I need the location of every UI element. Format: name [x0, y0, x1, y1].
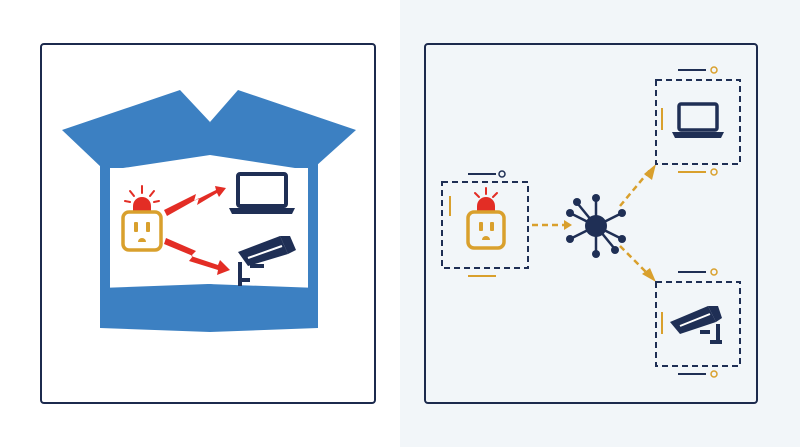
siren-icon [477, 197, 495, 212]
camera-lens [708, 306, 722, 322]
camera-mount [238, 262, 242, 286]
camera-node [655, 268, 741, 378]
camera-node-box [655, 281, 741, 367]
hub-node [592, 250, 600, 258]
lightning-bolt-icon [164, 238, 230, 275]
plug-node-dot-top [498, 170, 506, 178]
camera-mount-foot [238, 278, 250, 282]
camera-stripe [247, 245, 283, 259]
box-front-bottom-flap [100, 284, 318, 332]
laptop-node-box [655, 79, 741, 165]
laptop-screen [236, 172, 288, 208]
laptop-icon [229, 172, 295, 214]
hub-node [592, 194, 600, 202]
box-back-right-flap [210, 90, 356, 166]
plug-to-hub-arrowhead [564, 220, 572, 230]
laptop-node-dot-bottom [710, 168, 718, 176]
smart-plug-icon [121, 185, 163, 252]
hub-to-camera-link [619, 245, 649, 275]
right-frame [424, 43, 758, 404]
plug-node [441, 170, 529, 277]
camera-mount-foot [710, 340, 722, 344]
laptop-base [229, 208, 295, 214]
camera-node-dot-top [710, 268, 718, 276]
plug-slot-right [146, 222, 150, 232]
laptop-screen [677, 102, 719, 132]
hub-to-laptop-arrowhead [644, 164, 656, 180]
siren-rays [474, 187, 498, 198]
security-camera-icon [670, 306, 722, 344]
box-side-right [308, 140, 318, 316]
laptop-node [655, 66, 741, 176]
smart-plug-icon [466, 187, 506, 250]
plug-slot-left [479, 222, 483, 231]
siren-icon [133, 197, 151, 212]
left-illustration [62, 90, 356, 332]
hub-node [573, 198, 581, 206]
camera-lens [280, 236, 296, 254]
hub-node [566, 235, 574, 243]
hub-node [618, 235, 626, 243]
camera-mount [716, 324, 720, 344]
laptop-icon [672, 102, 724, 138]
plug-node-box [441, 181, 529, 269]
lightning-bolt-icon [164, 186, 226, 216]
left-frame [40, 43, 376, 404]
hub-node [618, 209, 626, 217]
plug-ground [482, 236, 490, 240]
plug-slot-left [134, 222, 138, 232]
camera-arm [700, 330, 710, 334]
laptop-node-dot-top [710, 66, 718, 74]
camera-node-dot-bottom [710, 370, 718, 378]
camera-arm [250, 264, 264, 268]
hub-core [585, 215, 607, 237]
hub-nodes [566, 194, 626, 258]
hub-to-camera-arrowhead [642, 268, 656, 282]
right-network-diagram [441, 66, 741, 378]
siren-rays [124, 185, 160, 203]
plug-ground [138, 238, 146, 242]
left-half [40, 43, 376, 404]
camera-stripe [679, 313, 711, 327]
plug-body [466, 210, 506, 250]
plug-slot-right [490, 222, 494, 231]
right-half [400, 0, 800, 447]
hub-node [611, 246, 619, 254]
box-back-left-flap [62, 90, 210, 168]
open-box-icon [62, 90, 356, 332]
plug-body [121, 210, 163, 252]
box-body [100, 122, 318, 315]
hub-to-laptop-link [619, 169, 651, 207]
hub-node [566, 209, 574, 217]
box-side-left [100, 140, 110, 316]
box-interior [108, 168, 310, 288]
security-camera-icon [238, 236, 296, 286]
camera-body [238, 236, 288, 266]
laptop-base [672, 132, 724, 138]
